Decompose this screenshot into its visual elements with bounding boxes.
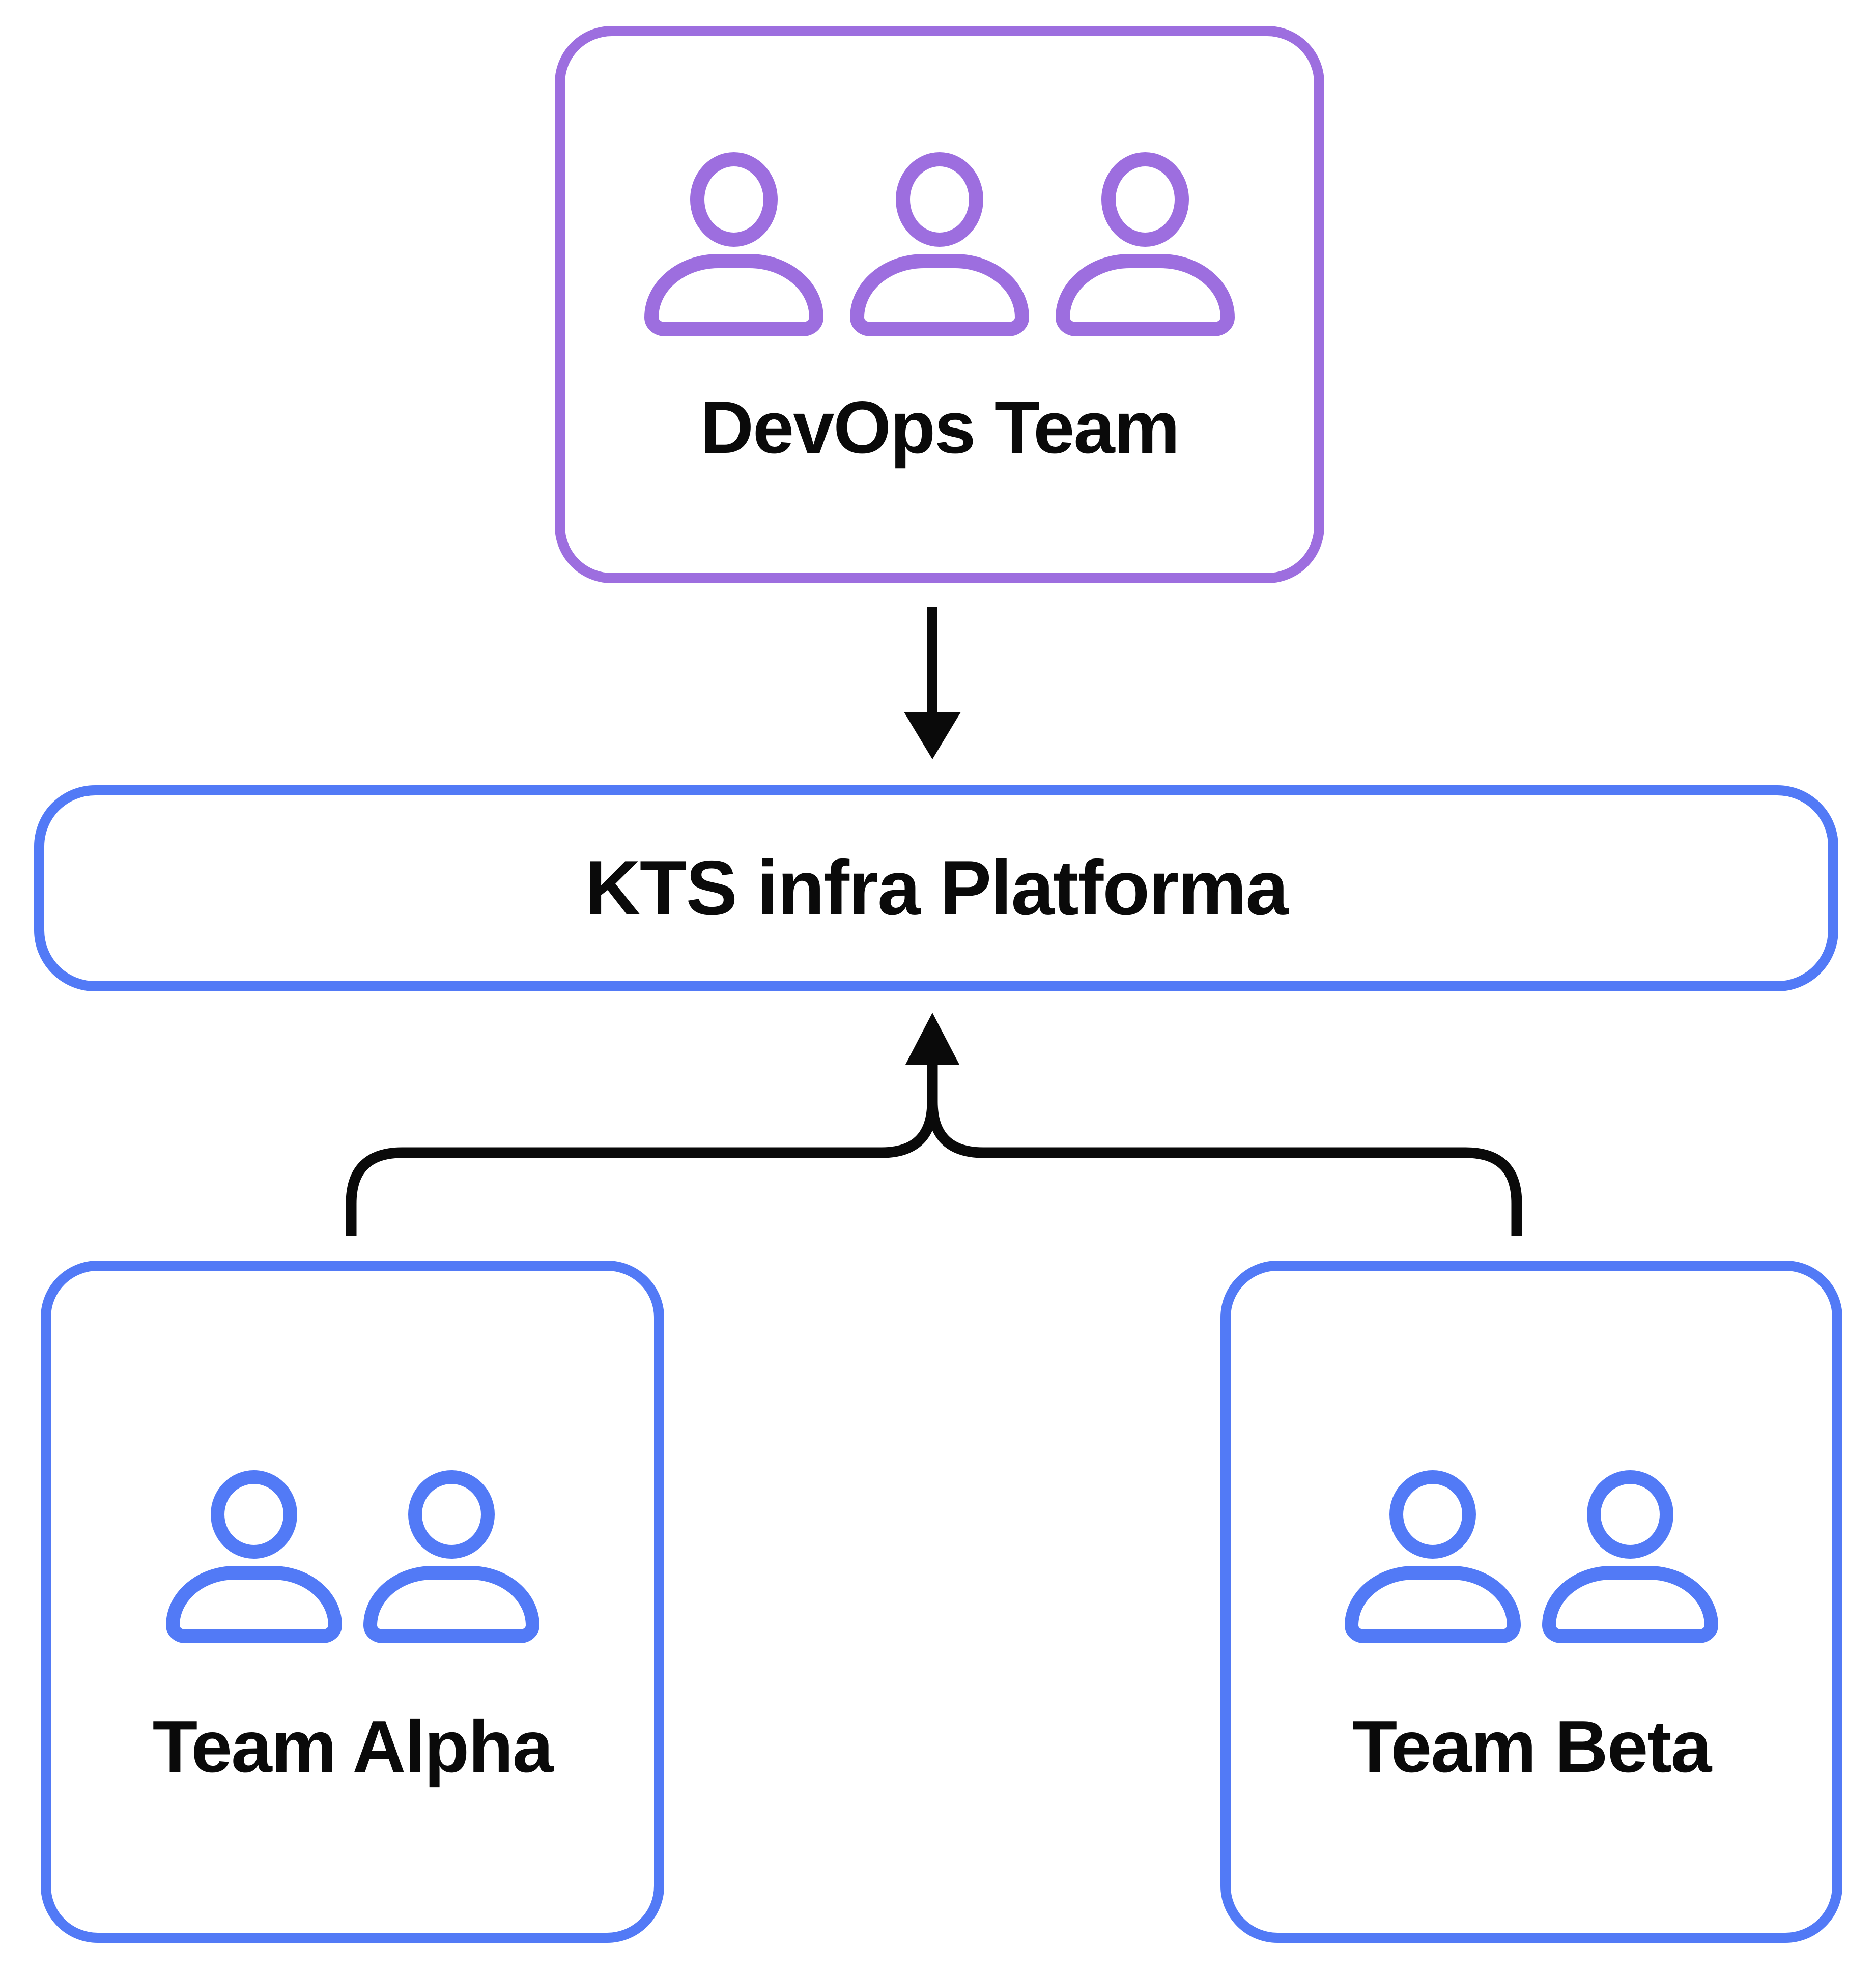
platform-label: KTS infra Platforma bbox=[585, 845, 1289, 932]
team-beta-label: Team Beta bbox=[1352, 1705, 1712, 1788]
team-alpha-members-icons bbox=[165, 1470, 539, 1644]
person-head-icon bbox=[690, 152, 778, 247]
merge-branch-left bbox=[346, 1063, 938, 1236]
devops-to-platform-arrow bbox=[904, 607, 961, 759]
person-head-icon bbox=[408, 1470, 495, 1559]
devops-team-node: DevOps Team bbox=[555, 26, 1324, 583]
person-head-icon bbox=[1389, 1470, 1476, 1559]
devops-team-label: DevOps Team bbox=[700, 385, 1180, 469]
arrow-up-head-icon bbox=[905, 1013, 959, 1065]
person-head-icon bbox=[896, 152, 983, 247]
person-icon bbox=[850, 152, 1029, 336]
arrow-down-head-icon bbox=[904, 712, 961, 759]
team-beta-members-icons bbox=[1345, 1470, 1718, 1644]
devops-team-members-icons bbox=[644, 152, 1235, 336]
merge-branch-right bbox=[927, 1063, 1522, 1236]
person-body-icon bbox=[1542, 1566, 1718, 1644]
person-body-icon bbox=[363, 1566, 539, 1644]
person-body-icon bbox=[644, 253, 823, 336]
team-alpha-label: Team Alpha bbox=[152, 1705, 554, 1788]
arrow-down-stem bbox=[927, 607, 937, 714]
person-body-icon bbox=[1345, 1566, 1521, 1644]
teams-to-platform-connector bbox=[346, 1013, 1522, 1236]
person-head-icon bbox=[210, 1470, 297, 1559]
person-icon bbox=[363, 1470, 539, 1644]
person-icon bbox=[644, 152, 823, 336]
person-body-icon bbox=[850, 253, 1029, 336]
person-icon bbox=[1345, 1470, 1521, 1644]
team-alpha-node: Team Alpha bbox=[41, 1261, 664, 1943]
person-icon bbox=[1542, 1470, 1718, 1644]
person-icon bbox=[1056, 152, 1235, 336]
person-head-icon bbox=[1587, 1470, 1673, 1559]
person-head-icon bbox=[1101, 152, 1189, 247]
person-body-icon bbox=[165, 1566, 342, 1644]
platform-node: KTS infra Platforma bbox=[34, 785, 1838, 991]
person-icon bbox=[165, 1470, 342, 1644]
team-beta-node: Team Beta bbox=[1220, 1261, 1842, 1943]
person-body-icon bbox=[1056, 253, 1235, 336]
